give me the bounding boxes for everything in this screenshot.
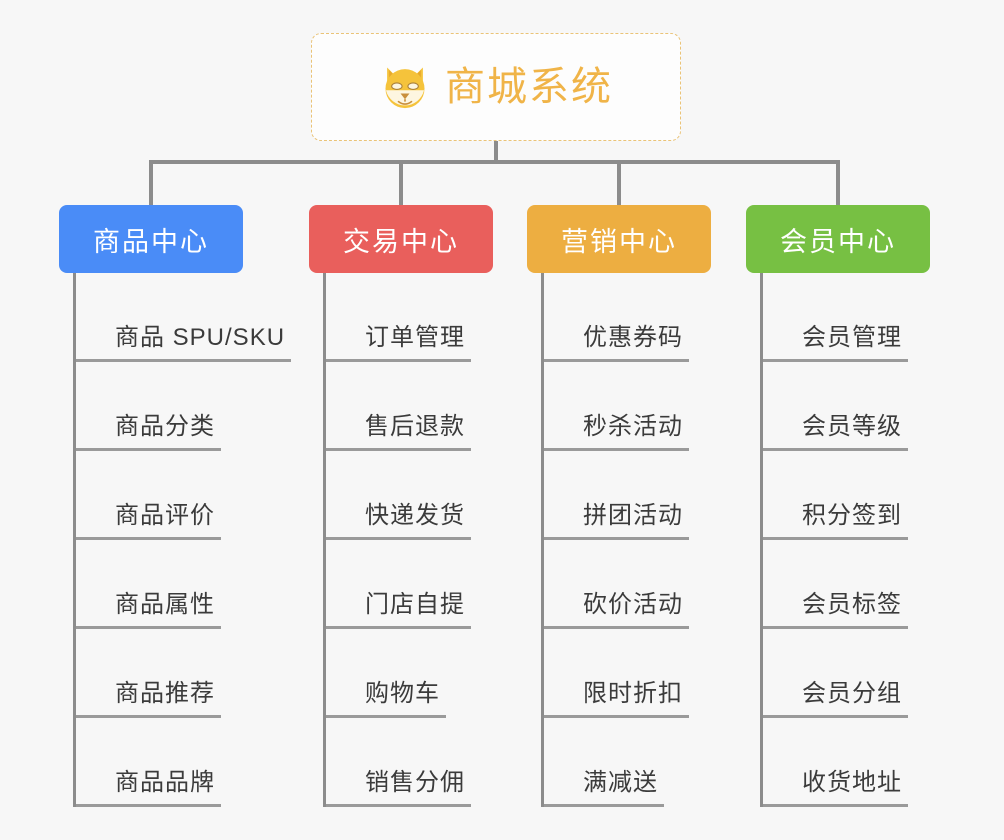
leaf-label: 积分签到	[796, 502, 908, 540]
leaf-item[interactable]: 商品推荐	[76, 629, 243, 718]
connector-horizontal-bar	[151, 160, 840, 164]
leaf-item[interactable]: 满减送	[544, 718, 711, 807]
leaf-label: 快递发货	[359, 502, 471, 540]
shiba-dog-face-icon	[379, 61, 431, 113]
leaf-item[interactable]: 商品品牌	[76, 718, 243, 807]
leaf-connector-rule	[544, 804, 577, 807]
category-label: 会员中心	[780, 226, 896, 257]
leaf-connector-rule	[326, 804, 359, 807]
leaf-connector-rule	[326, 359, 359, 362]
leaf-item[interactable]: 拼团活动	[544, 451, 711, 540]
leaf-label: 会员等级	[796, 413, 908, 451]
leaf-connector-rule	[544, 537, 577, 540]
leaf-label: 商品属性	[109, 591, 221, 629]
connector-drop-1	[149, 160, 153, 205]
leaf-label: 收货地址	[796, 769, 908, 807]
leaf-label: 砍价活动	[577, 591, 689, 629]
leaf-label: 优惠券码	[577, 324, 689, 362]
leaf-connector-rule	[76, 715, 109, 718]
leaf-label: 秒杀活动	[577, 413, 689, 451]
connector-drop-4	[836, 160, 840, 205]
connector-drop-3	[617, 160, 621, 205]
branch-column-3: 营销中心优惠券码秒杀活动拼团活动砍价活动限时折扣满减送	[527, 205, 711, 807]
leaf-item[interactable]: 会员管理	[763, 273, 930, 362]
category-label: 营销中心	[561, 226, 677, 257]
leaf-item[interactable]: 商品属性	[76, 540, 243, 629]
connector-root-stem	[494, 141, 498, 164]
leaf-connector-rule	[326, 626, 359, 629]
leaf-label: 购物车	[359, 680, 446, 718]
category-card-3[interactable]: 营销中心	[527, 205, 711, 273]
leaf-list: 会员管理会员等级积分签到会员标签会员分组收货地址	[760, 273, 930, 807]
leaf-item[interactable]: 会员等级	[763, 362, 930, 451]
root-title: 商城系统	[445, 65, 613, 109]
branch-column-2: 交易中心订单管理售后退款快递发货门店自提购物车销售分佣	[309, 205, 493, 807]
leaf-item[interactable]: 会员标签	[763, 540, 930, 629]
leaf-label: 门店自提	[359, 591, 471, 629]
leaf-label: 限时折扣	[577, 680, 689, 718]
leaf-item[interactable]: 砍价活动	[544, 540, 711, 629]
category-card-4[interactable]: 会员中心	[746, 205, 930, 273]
category-card-1[interactable]: 商品中心	[59, 205, 243, 273]
leaf-connector-rule	[326, 537, 359, 540]
leaf-item[interactable]: 商品分类	[76, 362, 243, 451]
leaf-label: 商品 SPU/SKU	[109, 324, 292, 362]
branch-column-4: 会员中心会员管理会员等级积分签到会员标签会员分组收货地址	[746, 205, 930, 807]
leaf-connector-rule	[544, 715, 577, 718]
leaf-item[interactable]: 限时折扣	[544, 629, 711, 718]
leaf-connector-rule	[76, 448, 109, 451]
leaf-connector-rule	[76, 804, 109, 807]
leaf-connector-rule	[544, 359, 577, 362]
leaf-label: 商品品牌	[109, 769, 221, 807]
connector-drop-2	[399, 160, 403, 205]
leaf-item[interactable]: 积分签到	[763, 451, 930, 540]
leaf-label: 售后退款	[359, 413, 471, 451]
leaf-label: 会员标签	[796, 591, 908, 629]
leaf-item[interactable]: 商品评价	[76, 451, 243, 540]
leaf-connector-rule	[76, 537, 109, 540]
root-node[interactable]: 商城系统	[311, 33, 681, 141]
leaf-label: 销售分佣	[359, 769, 471, 807]
leaf-label: 商品推荐	[109, 680, 221, 718]
leaf-item[interactable]: 售后退款	[326, 362, 493, 451]
leaf-item[interactable]: 销售分佣	[326, 718, 493, 807]
leaf-connector-rule	[763, 448, 796, 451]
leaf-item[interactable]: 购物车	[326, 629, 493, 718]
leaf-connector-rule	[76, 359, 109, 362]
leaf-connector-rule	[326, 715, 359, 718]
leaf-connector-rule	[763, 626, 796, 629]
leaf-item[interactable]: 快递发货	[326, 451, 493, 540]
leaf-item[interactable]: 优惠券码	[544, 273, 711, 362]
leaf-connector-rule	[76, 626, 109, 629]
leaf-connector-rule	[544, 626, 577, 629]
leaf-label: 会员分组	[796, 680, 908, 718]
branch-column-1: 商品中心商品 SPU/SKU 商品分类商品评价商品属性商品推荐商品品牌	[59, 205, 292, 807]
leaf-item[interactable]: 订单管理	[326, 273, 493, 362]
leaf-label: 拼团活动	[577, 502, 689, 540]
leaf-connector-rule	[326, 448, 359, 451]
leaf-item[interactable]: 会员分组	[763, 629, 930, 718]
leaf-label: 会员管理	[796, 324, 908, 362]
leaf-list: 订单管理售后退款快递发货门店自提购物车销售分佣	[323, 273, 493, 807]
leaf-item[interactable]: 秒杀活动	[544, 362, 711, 451]
leaf-label: 商品评价	[109, 502, 221, 540]
leaf-item[interactable]: 商品 SPU/SKU	[76, 273, 292, 362]
leaf-connector-rule	[763, 715, 796, 718]
leaf-item[interactable]: 收货地址	[763, 718, 930, 807]
leaf-list: 优惠券码秒杀活动拼团活动砍价活动限时折扣满减送	[541, 273, 711, 807]
category-label: 商品中心	[93, 226, 209, 257]
leaf-connector-rule	[544, 448, 577, 451]
category-label: 交易中心	[343, 226, 459, 257]
category-card-2[interactable]: 交易中心	[309, 205, 493, 273]
leaf-connector-rule	[763, 359, 796, 362]
leaf-connector-rule	[763, 537, 796, 540]
leaf-list: 商品 SPU/SKU 商品分类商品评价商品属性商品推荐商品品牌	[73, 273, 292, 807]
leaf-item[interactable]: 门店自提	[326, 540, 493, 629]
leaf-label: 订单管理	[359, 324, 471, 362]
leaf-label: 满减送	[577, 769, 664, 807]
leaf-connector-rule	[763, 804, 796, 807]
leaf-label: 商品分类	[109, 413, 221, 451]
